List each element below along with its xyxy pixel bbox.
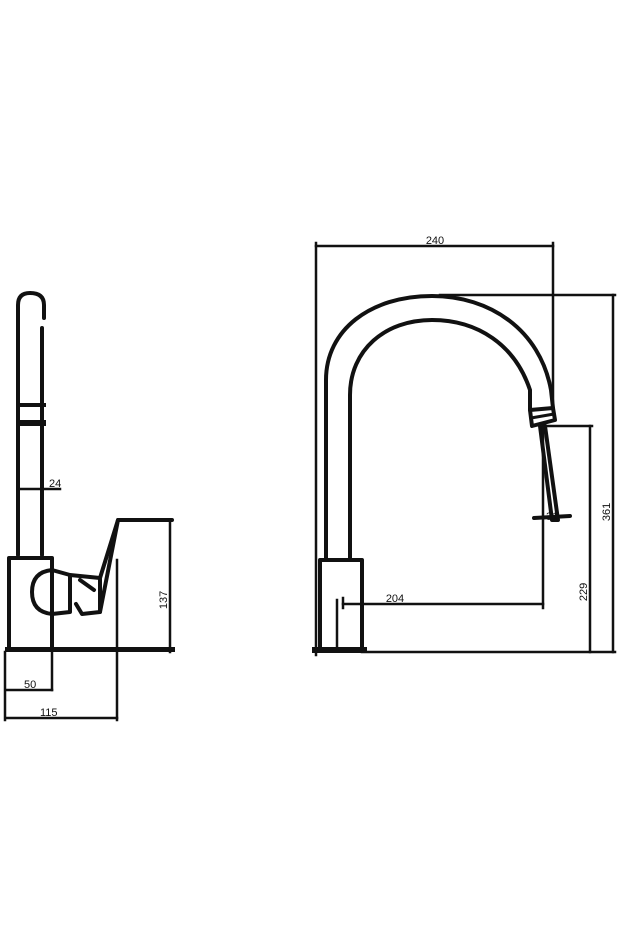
front-lever	[532, 424, 572, 522]
dim-side-base-width: 50	[5, 679, 54, 692]
dim-side-height: 137	[158, 518, 172, 654]
dim-front-outlet-height-label: 229	[578, 583, 590, 601]
dim-front-width-label: 240	[426, 235, 444, 247]
side-base	[3, 558, 175, 722]
dim-front-reach: 204	[341, 424, 545, 610]
dim-front-reach-label: 204	[386, 593, 404, 605]
dim-front-total-height-label: 361	[601, 503, 613, 521]
side-body	[7, 556, 72, 650]
side-view: 137 24 50 115	[3, 291, 175, 722]
dim-front-width: 240	[314, 235, 555, 657]
dim-front-outlet-size-label: 31	[546, 511, 558, 523]
front-base	[312, 647, 617, 654]
dim-front-total-height: 361	[438, 293, 617, 654]
side-spout-tube	[16, 291, 46, 557]
dim-side-spout-diameter: 24	[18, 478, 62, 491]
dim-side-base-width-label: 50	[24, 679, 36, 691]
dim-front-outlet-height: 229	[543, 424, 594, 654]
front-arched-spout	[324, 294, 557, 560]
front-view: 240 361 229 204 31	[312, 235, 617, 657]
dim-side-width-total-label: 115	[40, 707, 58, 719]
side-lever-handle	[68, 518, 174, 616]
dim-side-width-total: 115	[5, 707, 119, 720]
dim-side-spout-diameter-label: 24	[49, 478, 61, 490]
dim-side-height-label: 137	[158, 591, 170, 609]
dim-front-outlet-size: 31	[546, 511, 558, 523]
